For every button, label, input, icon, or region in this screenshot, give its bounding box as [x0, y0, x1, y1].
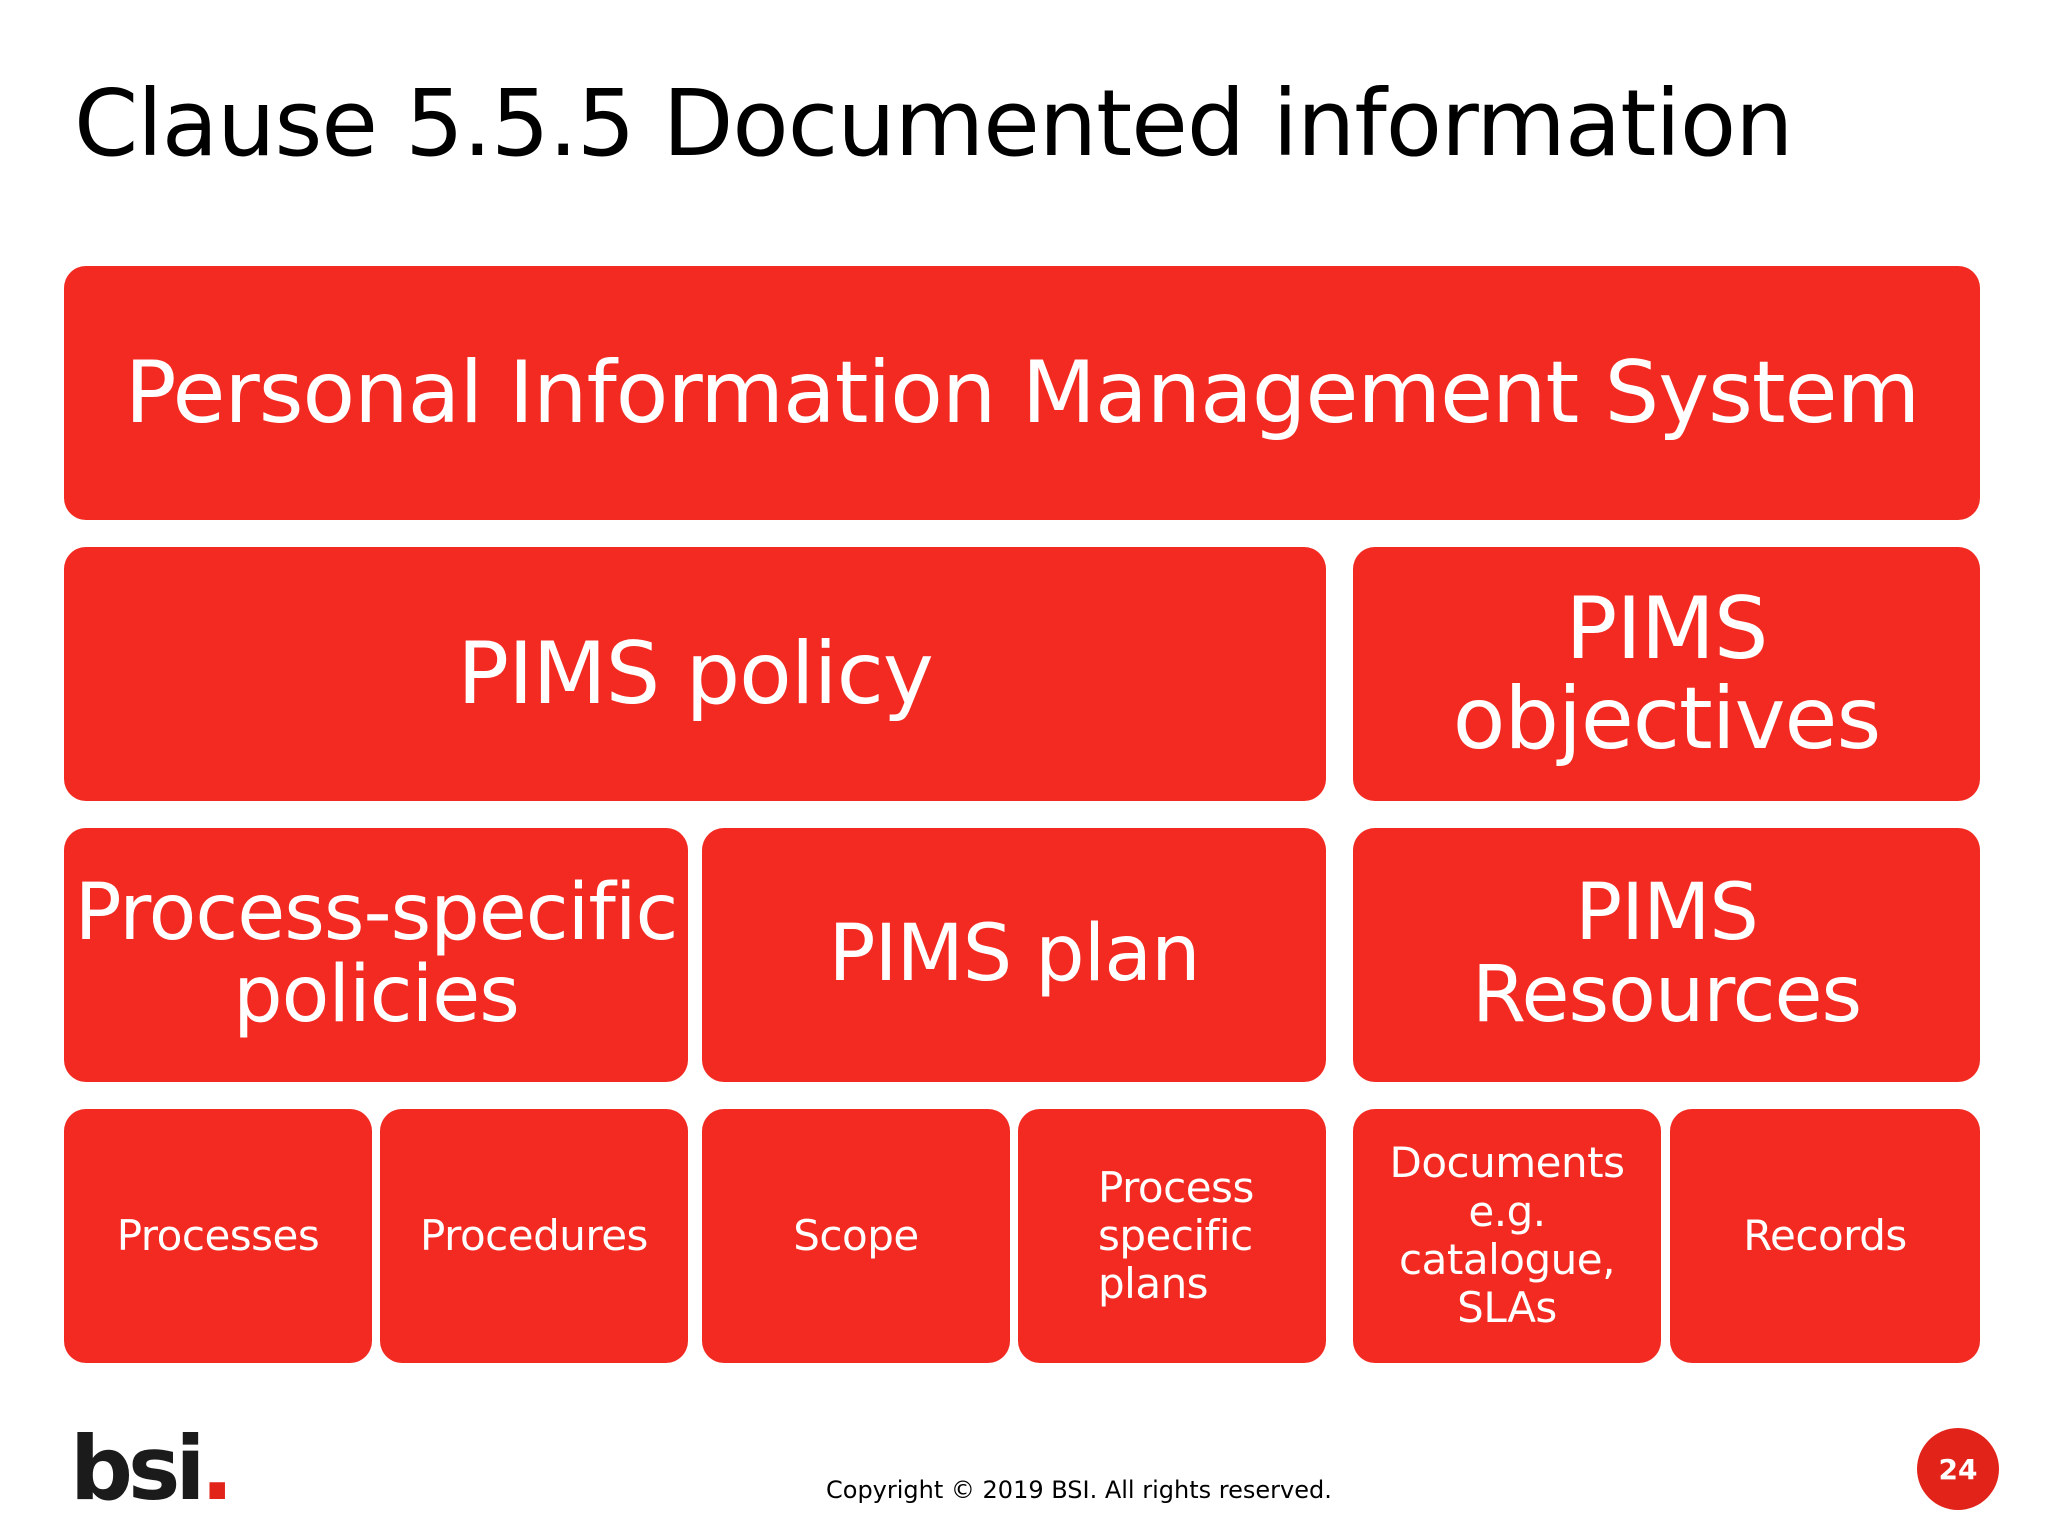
box-processes: Processes — [64, 1109, 372, 1363]
box-pims-objectives-line-1: PIMS — [1565, 578, 1768, 679]
box-process-specific-policies-line-1: Process-specific — [74, 868, 679, 959]
slide-title: Clause 5.5.5 Documented information — [74, 70, 1793, 177]
copyright-notice: Copyright © 2019 BSI. All rights reserve… — [826, 1476, 1332, 1504]
page-number-badge: 24 — [1917, 1428, 1999, 1510]
box-pims-plan-label: PIMS plan — [828, 909, 1200, 1000]
box-pims-resources-line-1: PIMS — [1575, 868, 1759, 959]
box-documents-line-2: e.g. — [1468, 1186, 1546, 1236]
box-pims-resources-line-2: Resources — [1471, 950, 1862, 1040]
box-pims-objectives-line-2: objectives — [1452, 669, 1882, 769]
box-pims-objectives: PIMS objectives — [1353, 547, 1980, 801]
box-pims-policy: PIMS policy — [64, 547, 1326, 801]
box-pims-resources: PIMS Resources — [1353, 828, 1980, 1082]
box-processes-label: Processes — [116, 1210, 320, 1260]
bsi-logo: bsi. — [70, 1425, 234, 1513]
box-process-specific-plans: Process specific plans — [1018, 1109, 1326, 1363]
box-records: Records — [1670, 1109, 1980, 1363]
bsi-logo-dot: . — [200, 1417, 235, 1520]
box-procedures: Procedures — [380, 1109, 688, 1363]
box-pims-policy-label: PIMS policy — [457, 623, 934, 724]
box-scope-label: Scope — [793, 1210, 919, 1260]
box-scope: Scope — [702, 1109, 1010, 1363]
box-process-specific-policies: Process-specific policies — [64, 828, 688, 1082]
box-documents-line-1: Documents — [1389, 1138, 1625, 1188]
bsi-logo-text: bsi — [70, 1417, 206, 1520]
box-documents-line-4: SLAs — [1457, 1283, 1557, 1333]
box-pims: Personal Information Management System — [64, 266, 1980, 520]
box-process-specific-plans-line-2: specific — [1098, 1210, 1253, 1260]
box-process-specific-policies-line-2: policies — [233, 950, 520, 1040]
box-pims-plan: PIMS plan — [702, 828, 1326, 1082]
box-process-specific-plans-line-3: plans — [1098, 1259, 1209, 1309]
box-process-specific-plans-line-1: Process — [1098, 1162, 1254, 1212]
box-records-label: Records — [1743, 1210, 1907, 1260]
page-number: 24 — [1938, 1452, 1978, 1486]
box-procedures-label: Procedures — [420, 1210, 648, 1260]
box-pims-label: Personal Information Management System — [124, 342, 1921, 443]
box-documents: Documents e.g. catalogue, SLAs — [1353, 1109, 1661, 1363]
box-documents-line-3: catalogue, — [1399, 1235, 1615, 1284]
